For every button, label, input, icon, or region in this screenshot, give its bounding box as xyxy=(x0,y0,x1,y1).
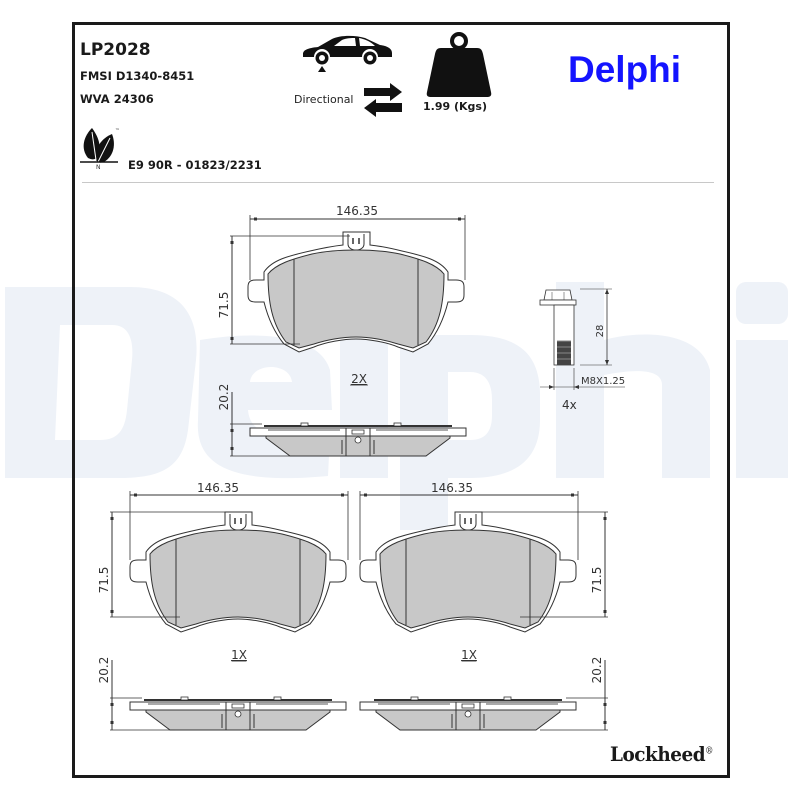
top-thickness-dimension: 20.2 xyxy=(217,384,231,411)
bottom-left-pad-face-drawing: 146.35 71.5 xyxy=(97,481,349,633)
guide-bolt-drawing: 28 M8X1.25 4x xyxy=(539,288,625,412)
eco-leaf-icon: ™ N xyxy=(80,128,120,170)
directional-label: Directional xyxy=(294,93,354,106)
bottom-left-pad-side-drawing: 20.2 xyxy=(97,657,347,731)
top-height-dimension: 71.5 xyxy=(217,292,231,319)
bottom-left-thickness-dimension: 20.2 xyxy=(97,657,111,684)
bottom-left-width-dimension: 146.35 xyxy=(197,481,239,495)
bolt-quantity: 4x xyxy=(562,398,577,412)
bottom-right-pad-face-drawing: 146.35 71.5 xyxy=(359,481,608,633)
delphi-logo: Delphi xyxy=(568,49,682,90)
svg-text:™: ™ xyxy=(115,128,120,134)
lockheed-logo-text: Lockheed xyxy=(610,742,706,766)
bolt-thread-dimension: M8X1.25 xyxy=(581,376,625,387)
top-pad-side-drawing: 20.2 xyxy=(217,384,467,457)
lockheed-logo: Lockheed® xyxy=(610,742,713,766)
registered-mark: ® xyxy=(705,746,713,757)
directional-arrows-icon xyxy=(364,83,402,117)
top-width-dimension: 146.35 xyxy=(336,204,378,218)
bottom-right-height-dimension: 71.5 xyxy=(590,567,604,594)
bottom-right-thickness-dimension: 20.2 xyxy=(590,657,604,684)
bottom-right-pad-side-drawing: 20.2 xyxy=(359,657,608,731)
bottom-right-quantity: 1X xyxy=(461,648,477,662)
eco-sub-label: N xyxy=(96,164,101,170)
bottom-left-quantity: 1X xyxy=(231,648,247,662)
approval-code: E9 90R - 01823/2231 xyxy=(128,158,262,172)
weight-label: 1.99 (Kgs) xyxy=(423,100,487,113)
top-quantity: 2X xyxy=(351,372,367,386)
weight-icon xyxy=(426,32,492,97)
part-number: LP2028 xyxy=(80,40,151,60)
wva-code: WVA 24306 xyxy=(80,92,154,106)
car-front-axle-icon xyxy=(303,35,392,72)
bottom-right-width-dimension: 146.35 xyxy=(431,481,473,495)
bolt-length-dimension: 28 xyxy=(595,325,606,338)
fmsi-code: FMSI D1340-8451 xyxy=(80,69,195,83)
spec-sheet-frame xyxy=(72,22,730,778)
header-separator xyxy=(82,182,714,183)
bottom-left-height-dimension: 71.5 xyxy=(97,567,111,594)
top-pad-face-drawing: 146.35 71.5 xyxy=(217,204,466,353)
